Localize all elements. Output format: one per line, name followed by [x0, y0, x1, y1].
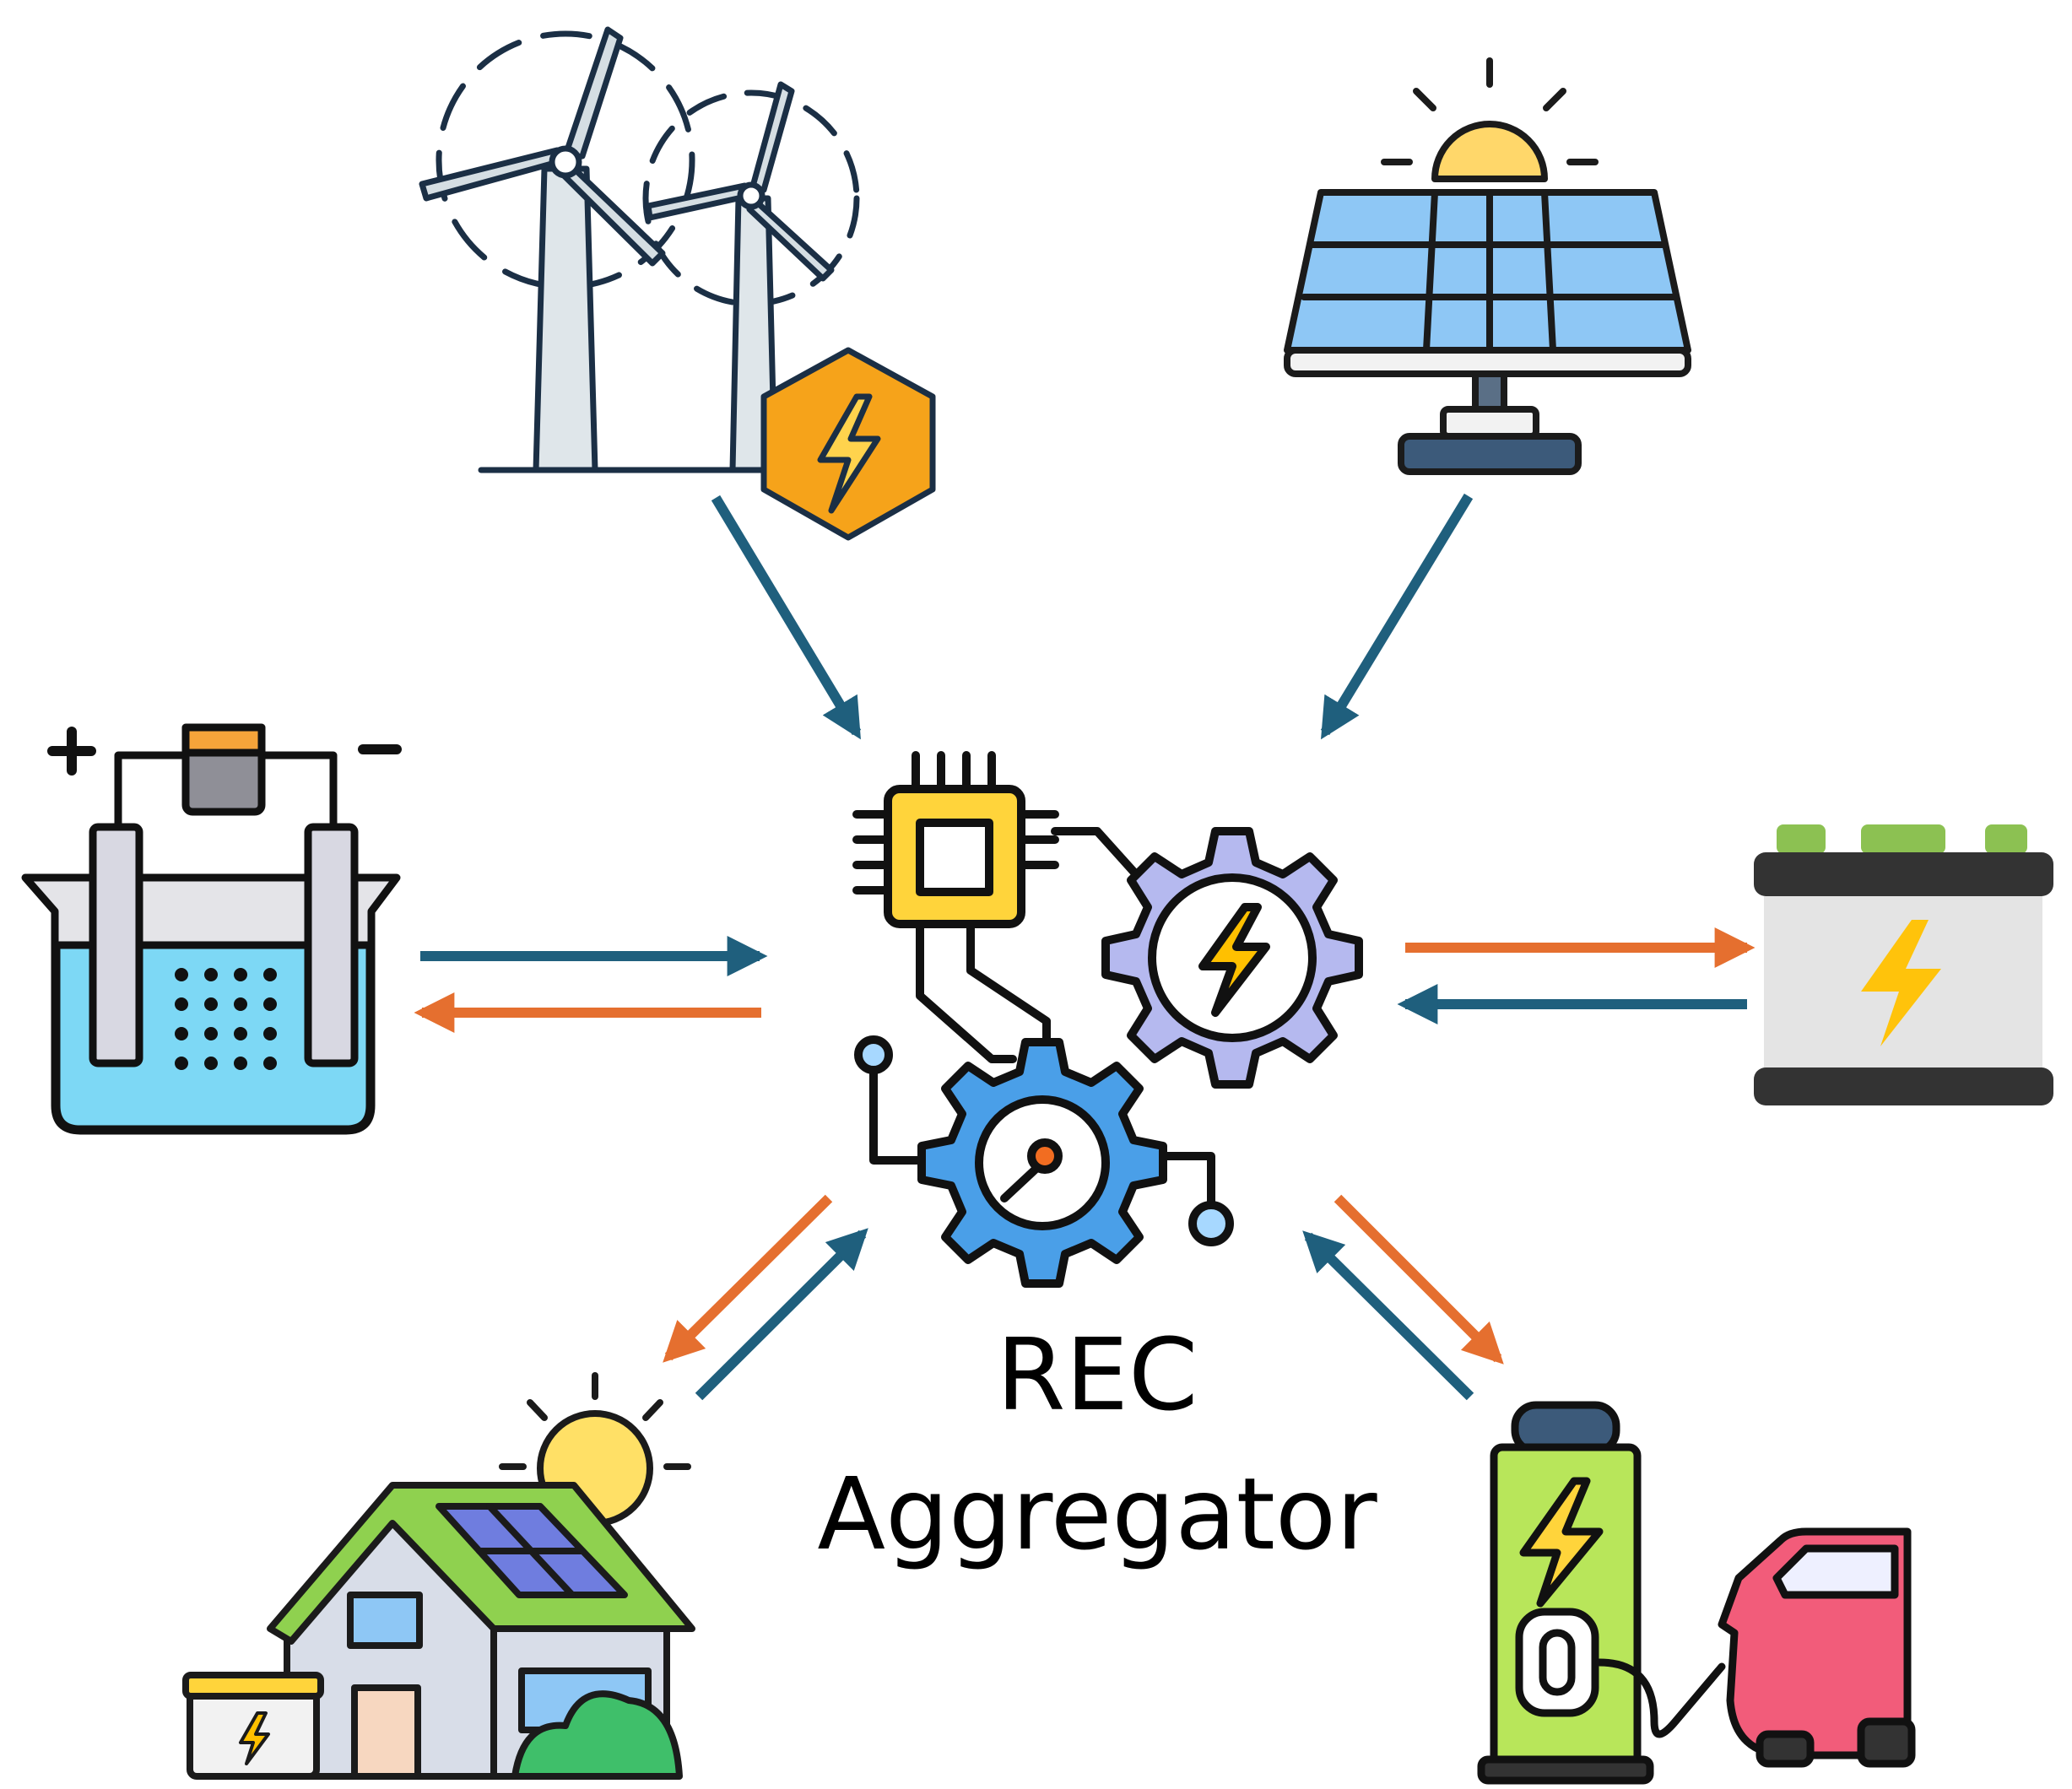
arrow-ev-to-aggregator — [1302, 1230, 1474, 1401]
arrow-solar-to-aggregator — [1320, 493, 1474, 740]
aggregator-icon — [852, 751, 1363, 1288]
battery-icon — [1754, 824, 2053, 1105]
aggregator-label-line2: Aggregator — [817, 1456, 1377, 1572]
wind-turbine-icon — [419, 26, 936, 541]
aggregator-label-line1: REC — [997, 1316, 1198, 1433]
flow-arrows — [414, 493, 1756, 1401]
solar-panel-icon — [1284, 57, 1691, 475]
arrow-wind-to-aggregator — [711, 495, 862, 740]
electrolyte-bubbles — [175, 968, 277, 1070]
arrow-aggregator-to-ev — [1334, 1194, 1504, 1365]
electrolyzer-icon — [21, 723, 402, 1135]
arrow-aggregator-to-house — [663, 1194, 833, 1363]
ev-charging-station-icon — [1477, 1401, 1916, 1785]
solar-house-icon — [182, 1372, 695, 1780]
arrow-house-to-aggregator — [695, 1228, 868, 1401]
